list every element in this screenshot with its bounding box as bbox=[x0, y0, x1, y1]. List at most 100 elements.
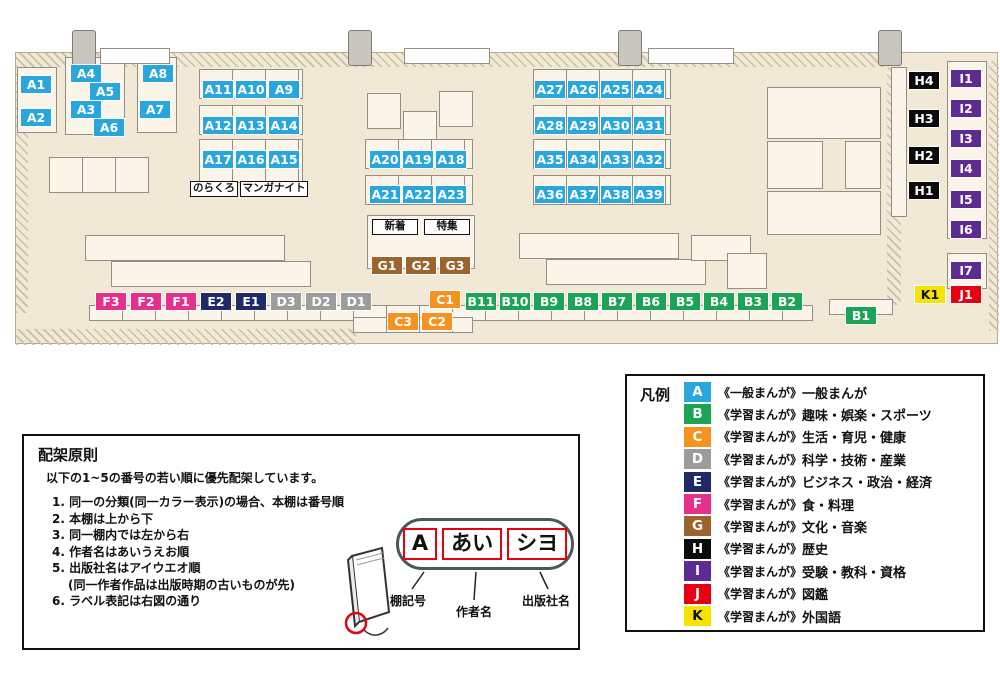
shelf-block bbox=[546, 259, 706, 285]
example-shelf-code: A bbox=[402, 528, 438, 560]
principle-rule-4: 4. 作者名はあいうえお順 bbox=[52, 544, 190, 559]
shelf-block bbox=[829, 299, 893, 315]
shelf-block bbox=[49, 157, 149, 193]
legend-series: 《学習まんが》 bbox=[718, 587, 803, 602]
hatched-area bbox=[989, 61, 999, 331]
pillar bbox=[72, 30, 96, 66]
shelf-block bbox=[891, 67, 907, 217]
principle-rule-2: 2. 本棚は上から下 bbox=[52, 511, 154, 526]
shelf-block bbox=[533, 69, 671, 99]
principle-rule-3: 3. 同一棚内では左から右 bbox=[52, 528, 190, 542]
legend-color-chip: A bbox=[684, 382, 711, 402]
floor-plan bbox=[15, 52, 999, 345]
pillar bbox=[618, 30, 642, 66]
shelf-block bbox=[533, 139, 671, 169]
legend-series: 《学習まんが》 bbox=[718, 430, 803, 445]
legend-category: 一般まんが bbox=[802, 386, 868, 402]
label-example: A あい シヨ bbox=[396, 518, 574, 570]
legend-category: 歴史 bbox=[802, 543, 829, 559]
legend-item-I: I 《学習まんが》受験・教科・資格 bbox=[684, 561, 907, 582]
shelf-block bbox=[947, 61, 987, 239]
legend-series: 《学習まんが》 bbox=[718, 519, 803, 534]
caption-shelf-code: 棚記号 bbox=[390, 594, 427, 608]
legend-category: 生活・育児・健康 bbox=[802, 431, 907, 447]
legend-category: 図鑑 bbox=[802, 588, 829, 604]
wall-table bbox=[404, 48, 490, 64]
legend-color-chip: F bbox=[684, 494, 711, 514]
legend-category: ビジネス・政治・経済 bbox=[802, 476, 933, 492]
legend-color-chip: K bbox=[684, 606, 711, 626]
legend-color-chip: H bbox=[684, 538, 711, 559]
principle-rule-1: 1. 同一の分類(同一カラー表示)の場合、本棚は番号順 bbox=[52, 495, 345, 509]
shelf-block bbox=[65, 57, 125, 135]
legend-item-F: F《学習まんが》食・料理 bbox=[684, 494, 854, 514]
shelf-block bbox=[767, 191, 881, 235]
shelf-block bbox=[767, 141, 823, 189]
legend-item-C: C《学習まんが》生活・育児・健康 bbox=[684, 426, 907, 447]
legend-category: 受験・教科・資格 bbox=[802, 565, 907, 581]
legend-series: 《学習まんが》 bbox=[718, 609, 803, 624]
principles-intro: 以下の1~5の番号の若い順に優先配架しています。 bbox=[46, 471, 324, 485]
wall-table bbox=[100, 48, 170, 64]
shelf-block bbox=[947, 253, 987, 289]
legend-color-chip: J bbox=[684, 583, 711, 604]
shelf-block bbox=[365, 139, 473, 169]
principles-panel: 配架原則 以下の1~5の番号の若い順に優先配架しています。 1. 同一の分類(同… bbox=[22, 434, 580, 650]
pillar bbox=[878, 30, 902, 66]
legend-item-G: G 《学習まんが》文化・音楽 bbox=[684, 516, 868, 537]
legend-color-chip: E bbox=[684, 471, 711, 492]
legend-series: 《学習まんが》 bbox=[718, 475, 803, 490]
legend-category: 外国語 bbox=[802, 610, 842, 626]
shelf-block bbox=[533, 175, 671, 205]
legend-category: 科学・技術・産業 bbox=[802, 453, 907, 469]
legend-category: 趣味・娯楽・スポーツ bbox=[802, 408, 932, 424]
shelf-block bbox=[85, 235, 285, 261]
shelf-block bbox=[439, 91, 473, 127]
legend-series: 《一般まんが》 bbox=[718, 385, 803, 400]
legend-item-E: E 《学習まんが》ビジネス・政治・経済 bbox=[684, 471, 933, 492]
legend-category: 食・料理 bbox=[802, 498, 855, 514]
principle-rule-7: 6. ラベル表記は右図の通り bbox=[52, 594, 202, 608]
legend-color-chip: B bbox=[684, 404, 711, 425]
legend-color-chip: I bbox=[684, 561, 711, 582]
legend-color-chip: G bbox=[684, 516, 711, 537]
principles-title: 配架原則 bbox=[38, 446, 99, 464]
shelf-block bbox=[137, 57, 177, 133]
shelf-block bbox=[199, 139, 303, 183]
legend-category: 文化・音楽 bbox=[802, 520, 868, 536]
shelf-block bbox=[353, 317, 473, 333]
example-publisher: シヨ bbox=[507, 528, 568, 560]
legend-item-K: K 《学習まんが》外国語 bbox=[684, 606, 841, 626]
shelf-block bbox=[845, 141, 881, 189]
shelf-block bbox=[367, 215, 475, 269]
legend-title: 凡例 bbox=[640, 386, 671, 404]
legend-series: 《学習まんが》 bbox=[718, 407, 803, 422]
legend-series: 《学習まんが》 bbox=[718, 564, 803, 579]
example-author: あい bbox=[442, 528, 503, 560]
shelf-block bbox=[767, 87, 881, 139]
shelf-block bbox=[367, 93, 401, 129]
shelf-block bbox=[199, 69, 303, 99]
legend-item-A: A 《一般まんが》一般まんが bbox=[684, 382, 867, 402]
legend-color-chip: D bbox=[684, 449, 711, 470]
principle-rule-6: (同一作者作品は出版時期の古いものが先) bbox=[68, 577, 295, 592]
shelf-block bbox=[533, 105, 671, 135]
hatched-area bbox=[16, 329, 356, 345]
shelf-block bbox=[111, 261, 311, 287]
principle-rule-5: 5. 出版社名はアイウエオ順 bbox=[52, 561, 201, 575]
shelf-block bbox=[199, 105, 303, 135]
shelf-block bbox=[519, 233, 679, 259]
caption-author: 作者名 bbox=[456, 605, 493, 619]
pillar bbox=[348, 30, 372, 66]
shelf-block bbox=[727, 253, 767, 289]
legend-item-D: D 《学習まんが》科学・技術・産業 bbox=[684, 449, 907, 470]
legend-series: 《学習まんが》 bbox=[718, 452, 803, 467]
wall-table bbox=[648, 48, 734, 64]
legend-series: 《学習まんが》 bbox=[718, 542, 803, 557]
legend-item-B: B 《学習まんが》趣味・娯楽・スポーツ bbox=[684, 404, 932, 425]
legend-item-J: J 《学習まんが》図鑑 bbox=[684, 583, 829, 604]
shelf-block bbox=[365, 175, 473, 205]
caption-publisher: 出版社名 bbox=[522, 594, 571, 608]
